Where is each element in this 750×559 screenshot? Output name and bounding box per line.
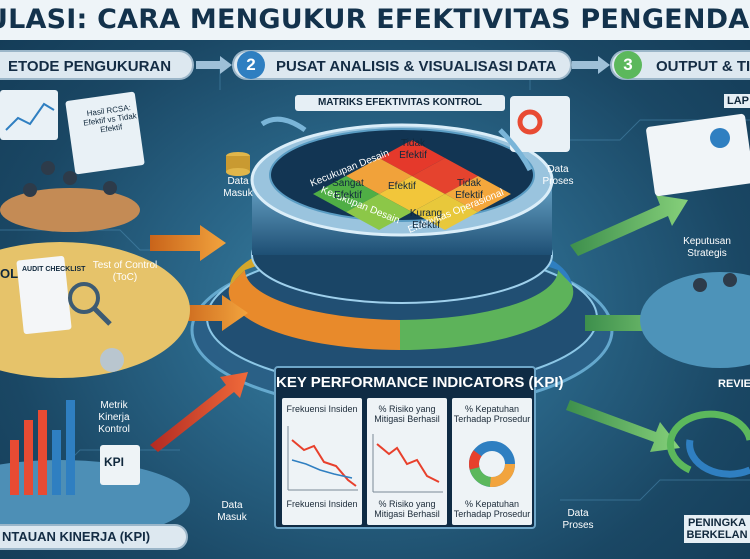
cell-right: Tidak Efektif xyxy=(455,178,483,201)
cell-left: Sangat Efektif xyxy=(332,178,364,201)
kpi-incidents-chart xyxy=(287,426,358,491)
review-label: REVIE xyxy=(718,378,750,390)
step-2-label: PUSAT ANALISIS & VISUALISASI DATA xyxy=(276,58,557,75)
data-in-top: Data Masuk xyxy=(223,176,253,199)
step-pill-1: ETODE PENGUKURAN xyxy=(0,50,194,80)
matrix-title: MATRIKS EFEKTIVITAS KONTROL xyxy=(295,95,505,111)
page-title: ULASI: CARA MENGUKUR EFEKTIVITAS PENGEND… xyxy=(0,0,750,40)
data-in-bottom: Data Masuk xyxy=(217,500,247,523)
kpi-screen-label: KPI xyxy=(104,455,125,469)
decision-label: Keputusan Strategis xyxy=(683,236,731,259)
data-proc-bottom: Data Proses xyxy=(562,508,594,531)
step-3-number: 3 xyxy=(614,51,642,79)
audit-checklist-title: AUDIT CHECKLIST xyxy=(22,266,86,273)
bottom-left-label: NTAUAN KINERJA (KPI) xyxy=(2,529,151,544)
step-3-label: OUTPUT & TIN xyxy=(656,58,750,75)
toc-label: Test of Control (ToC) xyxy=(92,260,158,283)
kpi-card-compliance: % Kepatuhan Terhadap Prosedur % Kepatuha… xyxy=(452,398,532,525)
kpi-card-compliance-caption: % Kepatuhan Terhadap Prosedur xyxy=(453,499,531,519)
cell-bottom: Kurang Efektif xyxy=(409,208,443,231)
partial-left-label: OL xyxy=(0,266,19,281)
kpi-panel: KEY PERFORMANCE INDICATORS (KPI) Frekuen… xyxy=(274,366,564,529)
step-2-number: 2 xyxy=(237,51,265,79)
kpi-mitigation-chart xyxy=(372,434,443,493)
kpi-card-incidents-label: Frekuensi Insiden xyxy=(286,404,358,414)
bottom-left-pill: NTAUAN KINERJA (KPI) xyxy=(0,524,188,550)
cell-top: Tidak Efektif xyxy=(399,138,427,161)
report-label: LAP xyxy=(724,94,750,108)
kpi-compliance-donut xyxy=(469,441,515,487)
data-proc-top: Data Proses xyxy=(542,164,574,187)
step-pill-2: PUSAT ANALISIS & VISUALISASI DATA xyxy=(232,50,572,80)
kpi-title: KEY PERFORMANCE INDICATORS (KPI) xyxy=(276,374,564,391)
kpi-card-mitigation: % Risiko yang Mitigasi Berhasil % Risiko… xyxy=(367,398,447,525)
step-1-label: ETODE PENGUKURAN xyxy=(8,58,172,75)
improve-label: PENINGKA BERKELAN xyxy=(684,515,750,543)
kpi-card-incidents-caption: Frekuensi Insiden xyxy=(286,499,358,509)
kpi-card-mitigation-label: % Risiko yang Mitigasi Berhasil xyxy=(374,404,440,424)
kpi-card-mitigation-caption: % Risiko yang Mitigasi Berhasil xyxy=(374,499,440,519)
cell-center: Efektif xyxy=(388,181,416,192)
metric-label: Metrik Kinerja Kontrol xyxy=(98,400,130,435)
kpi-card-compliance-label: % Kepatuhan Terhadap Prosedur xyxy=(453,404,531,424)
kpi-card-incidents: Frekuensi Insiden Frekuensi Insiden xyxy=(282,398,362,525)
